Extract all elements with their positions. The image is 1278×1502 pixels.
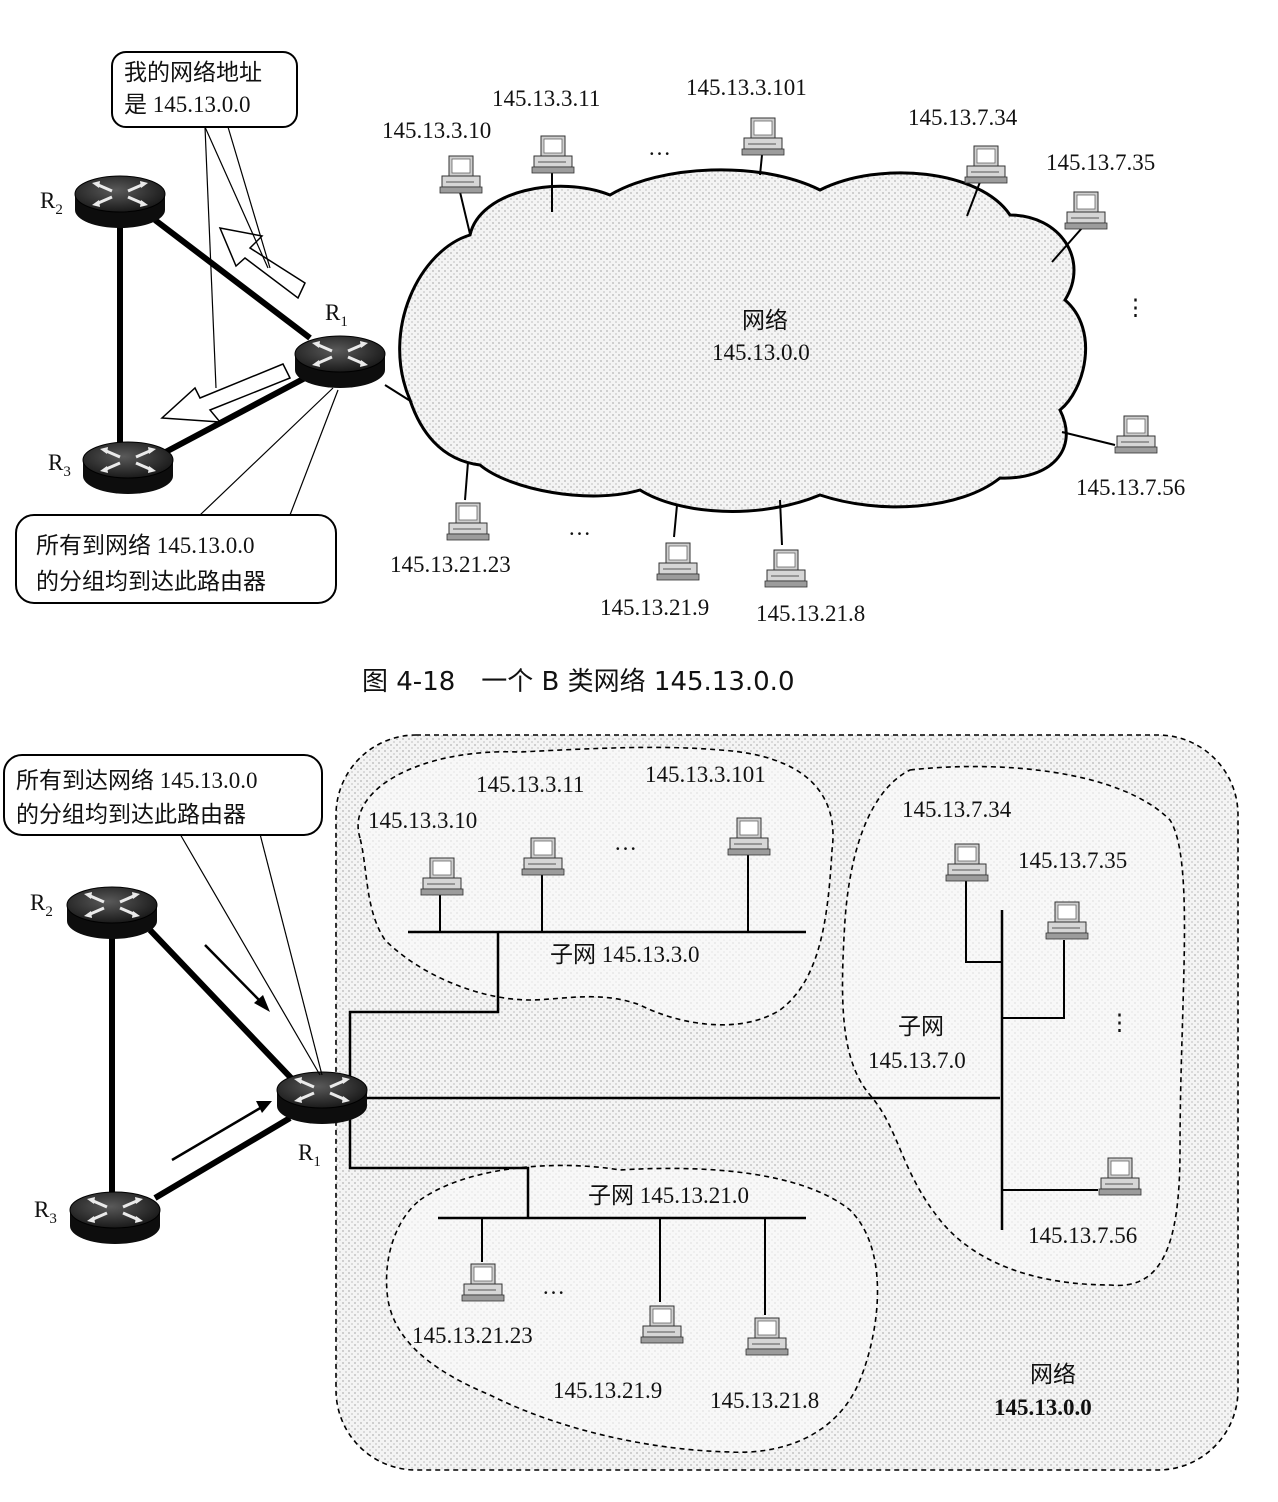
figure-4-19: 145.13.3.10 145.13.3.11 145.13.3.101 … 子… [3,734,1239,1471]
svg-text:145.13.21.23: 145.13.21.23 [390,552,511,577]
router-r1-label: R1 [325,300,348,330]
host-3-10: 145.13.3.10 [382,118,491,235]
callout-all-packets-fig19: 所有到达网络 145.13.0.0 的分组均到达此路由器 [3,754,323,1076]
subnet-3-label: 子网 145.13.3.0 [550,942,700,967]
ellipsis-bottom: … [568,515,591,540]
arrowhead-icon [254,995,270,1012]
subnet-21-region [385,1164,879,1454]
host-7-56: 145.13.7.56 [1061,415,1185,500]
host-3-11-label: 145.13.3.11 [476,772,584,797]
link-r2-r1 [147,927,296,1083]
router-r3-icon [81,440,175,496]
callout-bottom-line1: 所有到网络 145.13.0.0 [36,533,255,558]
ellipsis-top: … [648,135,671,160]
callout-network-address: 我的网络地址 是 145.13.0.0 [111,51,298,389]
computer-icon [764,549,808,588]
figure-4-18: R2 R1 R3 我的网络地址 是 145.13.0.0 所有到网络 145.1… [15,51,1185,697]
cloud-label-address: 145.13.0.0 [712,340,810,365]
host-21-9-label: 145.13.21.9 [553,1378,662,1403]
network-cloud [398,168,1088,513]
subnet-21-label: 子网 145.13.21.0 [588,1183,749,1208]
arrow-r3-r1-icon [171,1105,263,1162]
arrow-to-r3-icon [160,363,292,423]
router-r1-label: R1 [298,1140,321,1170]
router-r1-icon [293,334,387,390]
router-r2-icon [73,174,167,230]
computer-icon [439,155,483,194]
host-21-23-label: 145.13.21.23 [412,1323,533,1348]
subnet-7-label-2: 145.13.7.0 [868,1048,966,1073]
svg-text:145.13.7.34: 145.13.7.34 [908,105,1018,130]
computer-icon [656,542,700,581]
callout-line1: 所有到达网络 145.13.0.0 [16,768,258,793]
network-label-2: 145.13.0.0 [994,1395,1092,1420]
svg-text:145.13.21.8: 145.13.21.8 [756,601,865,626]
host-21-8: 145.13.21.8 [756,499,865,626]
host-7-35: 145.13.7.35 [1046,150,1155,263]
router-r3-label: R3 [34,1197,57,1227]
callout-all-packets: 所有到网络 145.13.0.0 的分组均到达此路由器 [15,387,339,604]
router-r2-icon [65,885,159,941]
host-7-34-label: 145.13.7.34 [902,797,1012,822]
subnet-7-label-1: 子网 [898,1014,944,1039]
computer-icon [1114,415,1158,454]
router-r3-icon [68,1190,162,1246]
svg-text:145.13.7.56: 145.13.7.56 [1076,475,1185,500]
host-7-56-label: 145.13.7.56 [1028,1223,1137,1248]
host-21-9: 145.13.21.9 [600,504,709,620]
callout-top-line2: 是 145.13.0.0 [124,92,251,117]
computer-icon [531,135,575,174]
router-r2-label: R2 [30,890,53,920]
ellipsis-subnet7: ⋮ [1108,1010,1131,1035]
callout-bottom-line2: 的分组均到达此路由器 [36,569,266,594]
host-3-101-label: 145.13.3.101 [645,762,766,787]
host-21-23: 145.13.21.23 [390,461,511,577]
subnet-3-region [357,746,834,1026]
subnet-7-region [841,765,1186,1287]
computer-icon [446,502,490,541]
router-r1-icon [275,1070,369,1126]
computer-icon [964,145,1008,184]
host-3-10-label: 145.13.3.10 [368,808,477,833]
link-r1-cloud [384,384,413,403]
arrow-advertise-icon [218,227,306,300]
host-3-11: 145.13.3.11 [492,86,600,212]
callout-line2: 的分组均到达此路由器 [16,802,246,827]
router-r2-label: R2 [40,188,63,218]
svg-text:145.13.21.9: 145.13.21.9 [600,595,709,620]
computer-icon [741,117,785,156]
computer-icon [1064,191,1108,230]
arrowhead-icon [256,1101,272,1113]
figure-caption: 图 4-18 一个 B 类网络 145.13.0.0 [362,667,795,697]
arrow-r2-r1-icon [204,944,263,1004]
network-label-1: 网络 [1030,1362,1076,1387]
cloud-label-network: 网络 [742,308,788,333]
link-r2-r1 [153,217,312,341]
svg-text:145.13.3.10: 145.13.3.10 [382,118,491,143]
link-r3-r1 [158,375,307,458]
host-3-101: 145.13.3.101 [686,75,807,176]
svg-text:145.13.7.35: 145.13.7.35 [1046,150,1155,175]
svg-text:145.13.3.11: 145.13.3.11 [492,86,600,111]
link-r3-r1 [153,1115,292,1201]
host-7-35-label: 145.13.7.35 [1018,848,1127,873]
callout-top-line1: 我的网络地址 [124,60,262,85]
router-r3-label: R3 [48,450,71,480]
svg-text:145.13.3.101: 145.13.3.101 [686,75,807,100]
ellipsis-subnet21: … [542,1274,565,1299]
host-7-34: 145.13.7.34 [908,105,1018,217]
host-21-8-label: 145.13.21.8 [710,1388,819,1413]
ellipsis-subnet3: … [614,830,637,855]
ellipsis-right: ⋮ [1124,295,1147,320]
